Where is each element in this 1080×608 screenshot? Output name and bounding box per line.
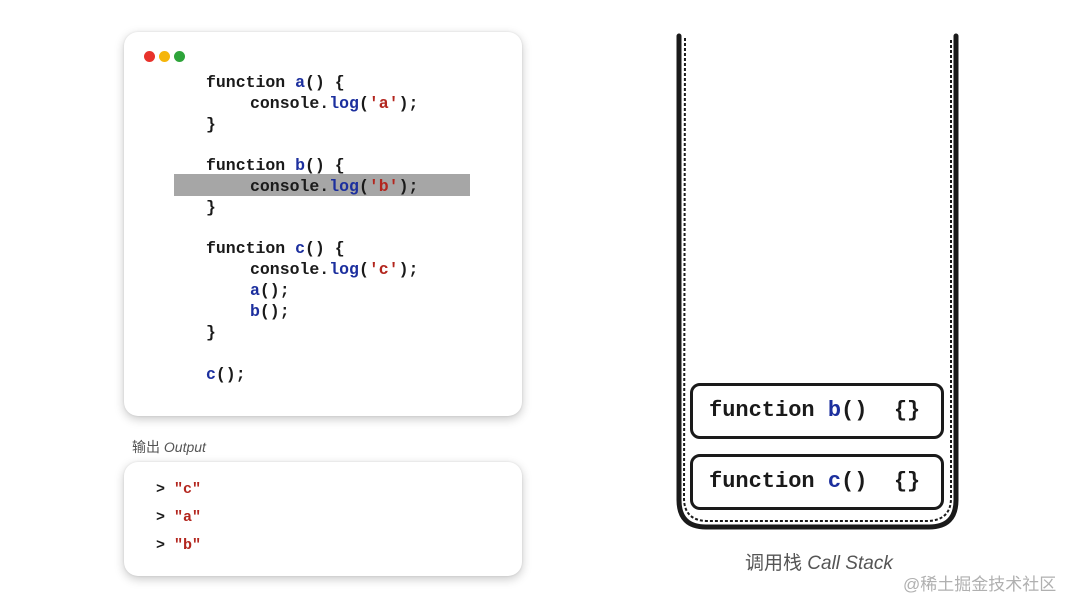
stack-frame: function b() {} — [690, 383, 944, 439]
close-dot-icon — [144, 51, 155, 62]
output-line: > "b" — [156, 537, 202, 554]
output-line: > "a" — [156, 509, 202, 526]
call-stack-caption: 调用栈 Call Stack — [745, 553, 893, 574]
code-line: function b() { — [206, 156, 345, 175]
stack-frame-label: function c() {} — [709, 469, 921, 494]
watermark: @稀土掘金技术社区 — [903, 575, 1057, 594]
stack-frame-label: function b() {} — [709, 398, 921, 423]
output-line: > "c" — [156, 481, 202, 498]
code-line: console.log('c'); — [250, 260, 419, 279]
stack-frame: function c() {} — [690, 454, 944, 510]
code-line: b(); — [250, 302, 290, 321]
code-line: console.log('a'); — [250, 94, 419, 113]
minimize-dot-icon — [159, 51, 170, 62]
code-line: c(); — [206, 365, 246, 384]
current-line-highlight — [174, 174, 470, 196]
code-line: function a() { — [206, 73, 345, 92]
code-line-highlighted: console.log('b'); — [250, 177, 419, 196]
call-stack-container — [676, 33, 959, 530]
output-label: 输出 Output — [132, 439, 206, 455]
code-line: a(); — [250, 281, 290, 300]
output-panel: > "c" > "a" > "b" — [124, 462, 522, 576]
code-line: } — [206, 323, 216, 342]
maximize-dot-icon — [174, 51, 185, 62]
code-line: } — [206, 198, 216, 217]
code-line: function c() { — [206, 239, 345, 258]
code-line: } — [206, 115, 216, 134]
code-window: function a() { console.log('a'); } funct… — [124, 32, 522, 416]
